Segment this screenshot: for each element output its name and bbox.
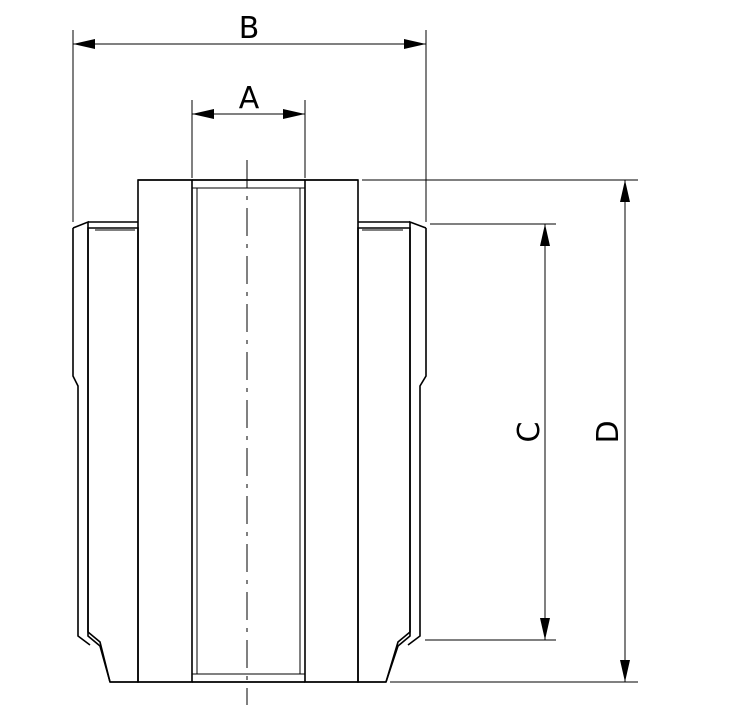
dimension-b: B [73,11,426,49]
dimension-a-label: A [239,81,260,116]
extension-lines [72,30,638,683]
outer-shell-left [72,220,138,683]
inner-tube-left [137,179,193,683]
dimension-d-label: D [591,420,626,443]
outer-layer-right [357,227,411,683]
dimension-b-label: B [239,11,260,46]
bore [192,179,305,683]
inner-tube-right [304,179,359,683]
dimension-a: A [192,81,305,119]
outer-shell-right [358,220,427,683]
dimension-c: C [512,224,550,640]
outer-layer-left [87,227,139,683]
dimension-d: D [591,180,630,682]
dimension-c-label: C [512,422,547,443]
